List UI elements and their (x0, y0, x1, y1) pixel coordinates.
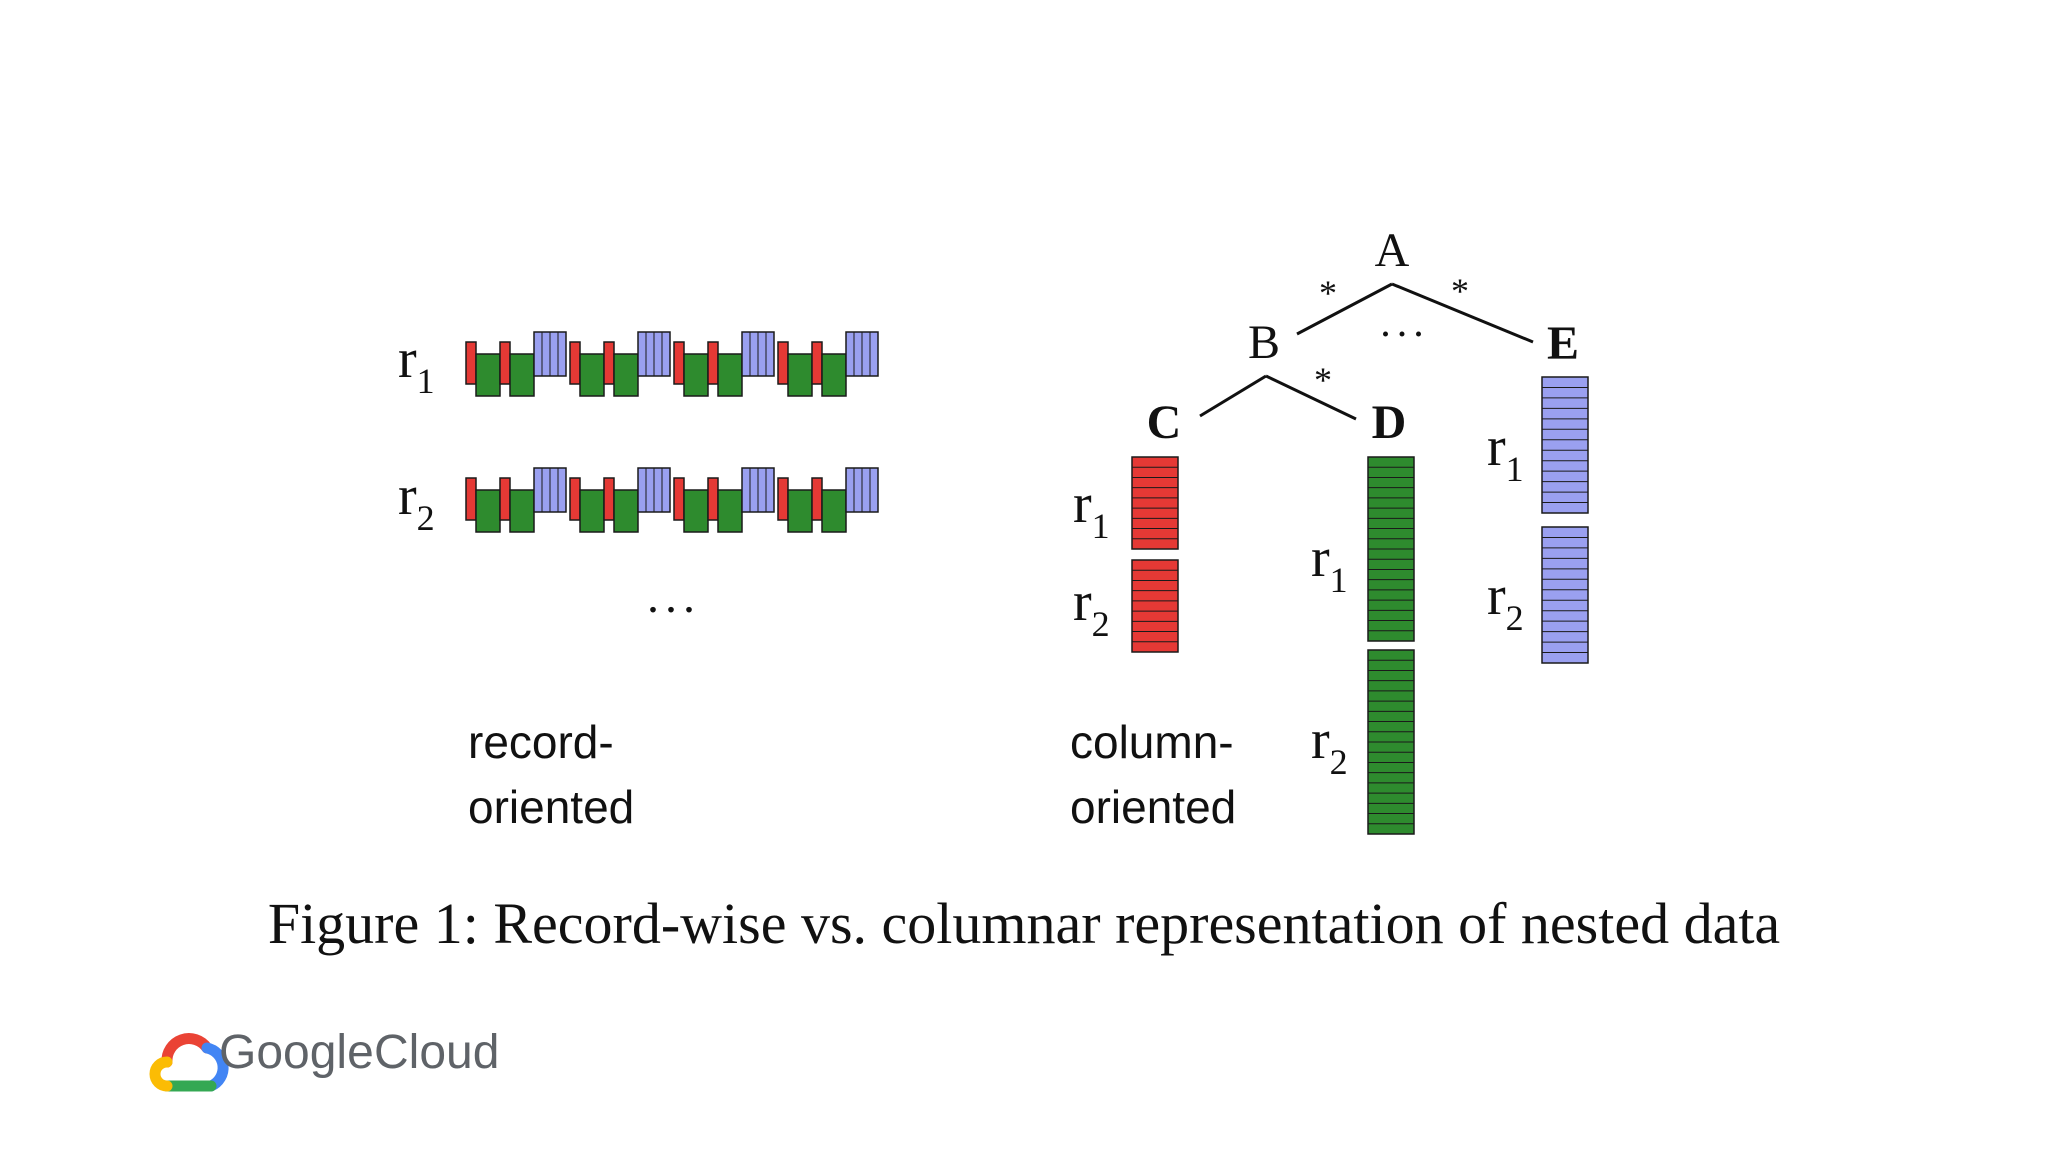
edge-b-d (1265, 374, 1357, 421)
red-field-cell (603, 341, 615, 385)
record-oriented-panel: r1 r2 ... record- oriented (398, 328, 879, 833)
brand-google: Google (219, 1026, 374, 1079)
red-field-cell (569, 341, 581, 385)
column-e-r1-label: r1 (1487, 416, 1524, 489)
column-d-r2-label: r2 (1311, 709, 1348, 782)
google-cloud-logo: Google Cloud (149, 1026, 499, 1092)
green-field-cell (821, 489, 847, 533)
column-label-line1: column- (1070, 716, 1234, 768)
green-field-cell (509, 489, 535, 533)
column-e-record-1-block (1541, 376, 1589, 514)
green-field-cell (683, 489, 709, 533)
green-field-cell (579, 489, 605, 533)
green-field-cell (787, 489, 813, 533)
column-e-r2-label: r2 (1487, 565, 1524, 638)
column-d-r1-label: r1 (1311, 527, 1348, 600)
tree-node-a: A (1375, 224, 1410, 277)
red-field-cell (499, 477, 511, 521)
tree-node-e: E (1547, 317, 1579, 370)
green-field-cell (509, 353, 535, 397)
green-field-cell (717, 489, 743, 533)
schema-tree (1199, 282, 1534, 421)
tree-ellipsis: ... (1380, 300, 1430, 346)
column-c-record-2-block (1131, 559, 1179, 653)
red-field-cell (707, 477, 719, 521)
column-e-record-2-block (1541, 526, 1589, 664)
record-row-2-label: r2 (398, 465, 435, 538)
column-label-line2: oriented (1070, 781, 1236, 833)
green-field-cell (475, 489, 501, 533)
edge-b-c (1199, 374, 1267, 418)
tree-star-b-d: * (1314, 360, 1332, 400)
edge-a-b (1296, 282, 1393, 336)
red-field-cell (673, 341, 685, 385)
red-field-cell (777, 477, 789, 521)
column-block (1541, 376, 1589, 514)
red-field-cell (465, 341, 477, 385)
column-d-record-1-block (1367, 456, 1415, 642)
tree-node-b: B (1248, 316, 1280, 369)
record-row-1-strip (465, 331, 879, 397)
green-field-cell (821, 353, 847, 397)
column-oriented-panel: A * * ... B E * C D r1 r2 r1 r2 r1 r2 co… (1070, 224, 1589, 835)
edge-a-e (1391, 282, 1534, 344)
column-c-record-1-block (1131, 456, 1179, 550)
record-ellipsis: ... (647, 570, 701, 623)
red-field-cell (707, 341, 719, 385)
google-cloud-logo-icon (149, 1033, 229, 1092)
green-field-cell (787, 353, 813, 397)
red-field-cell (499, 341, 511, 385)
column-block (1131, 559, 1179, 653)
red-field-cell (811, 341, 823, 385)
column-block (1131, 456, 1179, 550)
figure-caption: Figure 1: Record-wise vs. columnar repre… (268, 891, 1780, 956)
record-label-line1: record- (468, 716, 614, 768)
brand-cloud: Cloud (374, 1026, 499, 1079)
record-row-2-strip (465, 467, 879, 533)
red-field-cell (569, 477, 581, 521)
green-field-cell (613, 353, 639, 397)
column-d-record-2-block (1367, 649, 1415, 835)
tree-node-c: C (1147, 396, 1182, 449)
red-field-cell (465, 477, 477, 521)
column-block (1541, 526, 1589, 664)
record-row-1-label: r1 (398, 328, 435, 401)
green-field-cell (683, 353, 709, 397)
green-field-cell (579, 353, 605, 397)
red-field-cell (811, 477, 823, 521)
green-field-cell (717, 353, 743, 397)
tree-star-a-b: * (1319, 273, 1337, 313)
red-field-cell (603, 477, 615, 521)
record-label-line2: oriented (468, 781, 634, 833)
column-c-r2-label: r2 (1073, 571, 1110, 644)
green-field-cell (613, 489, 639, 533)
red-field-cell (673, 477, 685, 521)
green-field-cell (475, 353, 501, 397)
tree-node-d: D (1372, 396, 1407, 449)
tree-star-a-e: * (1451, 271, 1469, 311)
red-field-cell (777, 341, 789, 385)
column-c-r1-label: r1 (1073, 473, 1110, 546)
